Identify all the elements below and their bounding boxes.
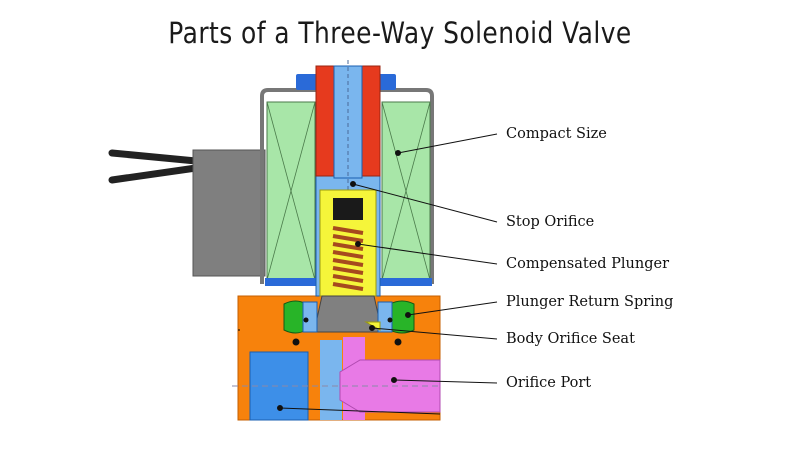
label-compact-size: Compact Size [506,126,607,142]
coil-base-left [265,278,317,286]
label-stop-orifice: Stop Orifice [506,214,595,230]
label-body-orifice-seat: Body Orifice Seat [506,331,635,347]
coil-right [381,101,431,281]
cable-wires [108,149,200,184]
green-seals [283,300,415,334]
orifice-port-shape [339,337,441,420]
diagram-title: Parts of a Three-Way Solenoid Valve [168,16,632,50]
coil-left [266,101,316,281]
coil-base-right [380,278,432,286]
return-spring [332,226,364,291]
leader-lines [277,133,498,415]
label-orifice-port: Orifice Port [506,375,592,391]
flow-channel [320,340,342,420]
label-compensated-plunger: Compensated Plunger [506,256,670,272]
label-plunger-return-spring: Plunger Return Spring [506,294,674,310]
terminal-housing [192,149,266,277]
